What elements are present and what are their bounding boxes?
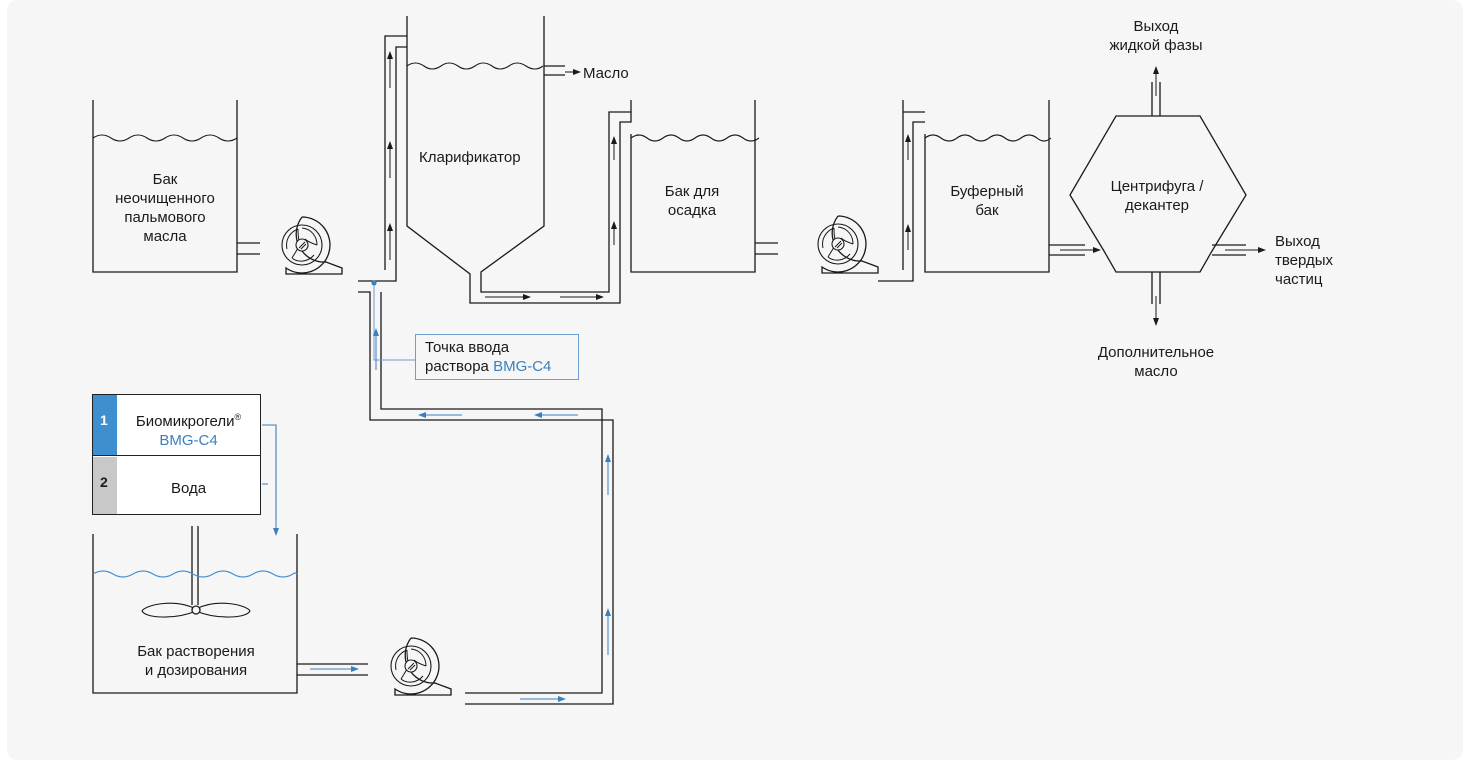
buffer-tank-label: Буферный бак	[950, 183, 1024, 219]
sediment-tank-wave	[630, 134, 760, 142]
raw-tank-label: Бак неочищенного пальмового масла	[115, 171, 215, 245]
extra-oil-label: Дополнительное масло	[1097, 344, 1215, 380]
diagram-card	[7, 0, 1463, 760]
buffer-tank	[924, 100, 1050, 273]
buffer-tank-wave	[924, 134, 1052, 142]
legend-number-1: 1	[93, 395, 117, 455]
centrifuge-label: Центрифуга / декантер	[1110, 178, 1204, 214]
reagent-legend: 1 Биомикрогели® BMG-C4 2 Вода	[92, 394, 261, 515]
solids-out-label: Выход твердых частиц	[1275, 233, 1334, 288]
dosing-tank-label: Бак растворения и дозирования	[137, 643, 255, 679]
clarifier-wave	[406, 62, 544, 70]
raw-tank	[92, 100, 238, 273]
sediment-tank	[630, 100, 756, 273]
legend-text-1: Биомикрогели® BMG-C4	[135, 412, 242, 449]
pump-1	[281, 216, 343, 275]
legend-row-2: 2 Вода	[93, 457, 260, 514]
clarifier	[406, 16, 632, 304]
pump-2	[817, 215, 879, 274]
liquid-out-label: Выход жидкой фазы	[1109, 18, 1203, 54]
raw-tank-wave	[92, 134, 238, 142]
injection-point-callout: Точка ввода раствора BMG-C4	[415, 334, 579, 380]
injection-dot	[371, 280, 377, 286]
legend-text-2: Вода	[170, 480, 207, 497]
injection-point-line2: раствора BMG-C4	[425, 358, 552, 375]
legend-row-1: 1 Биомикрогели® BMG-C4	[93, 395, 260, 456]
oil-out-label: Масло	[583, 65, 629, 82]
dosing-tank	[92, 534, 298, 694]
sediment-tank-label: Бак для осадка	[664, 183, 720, 219]
pump-3	[390, 637, 452, 696]
legend-number-2: 2	[93, 457, 117, 514]
injection-point-line1: Точка ввода	[425, 339, 510, 356]
legend-connector	[262, 424, 277, 520]
centrifuge	[1069, 115, 1247, 273]
dosing-tank-wave	[92, 570, 298, 578]
injection-point-reagent: BMG-C4	[493, 358, 552, 375]
clarifier-label: Кларификатор	[419, 149, 521, 166]
injection-connector	[373, 286, 415, 361]
